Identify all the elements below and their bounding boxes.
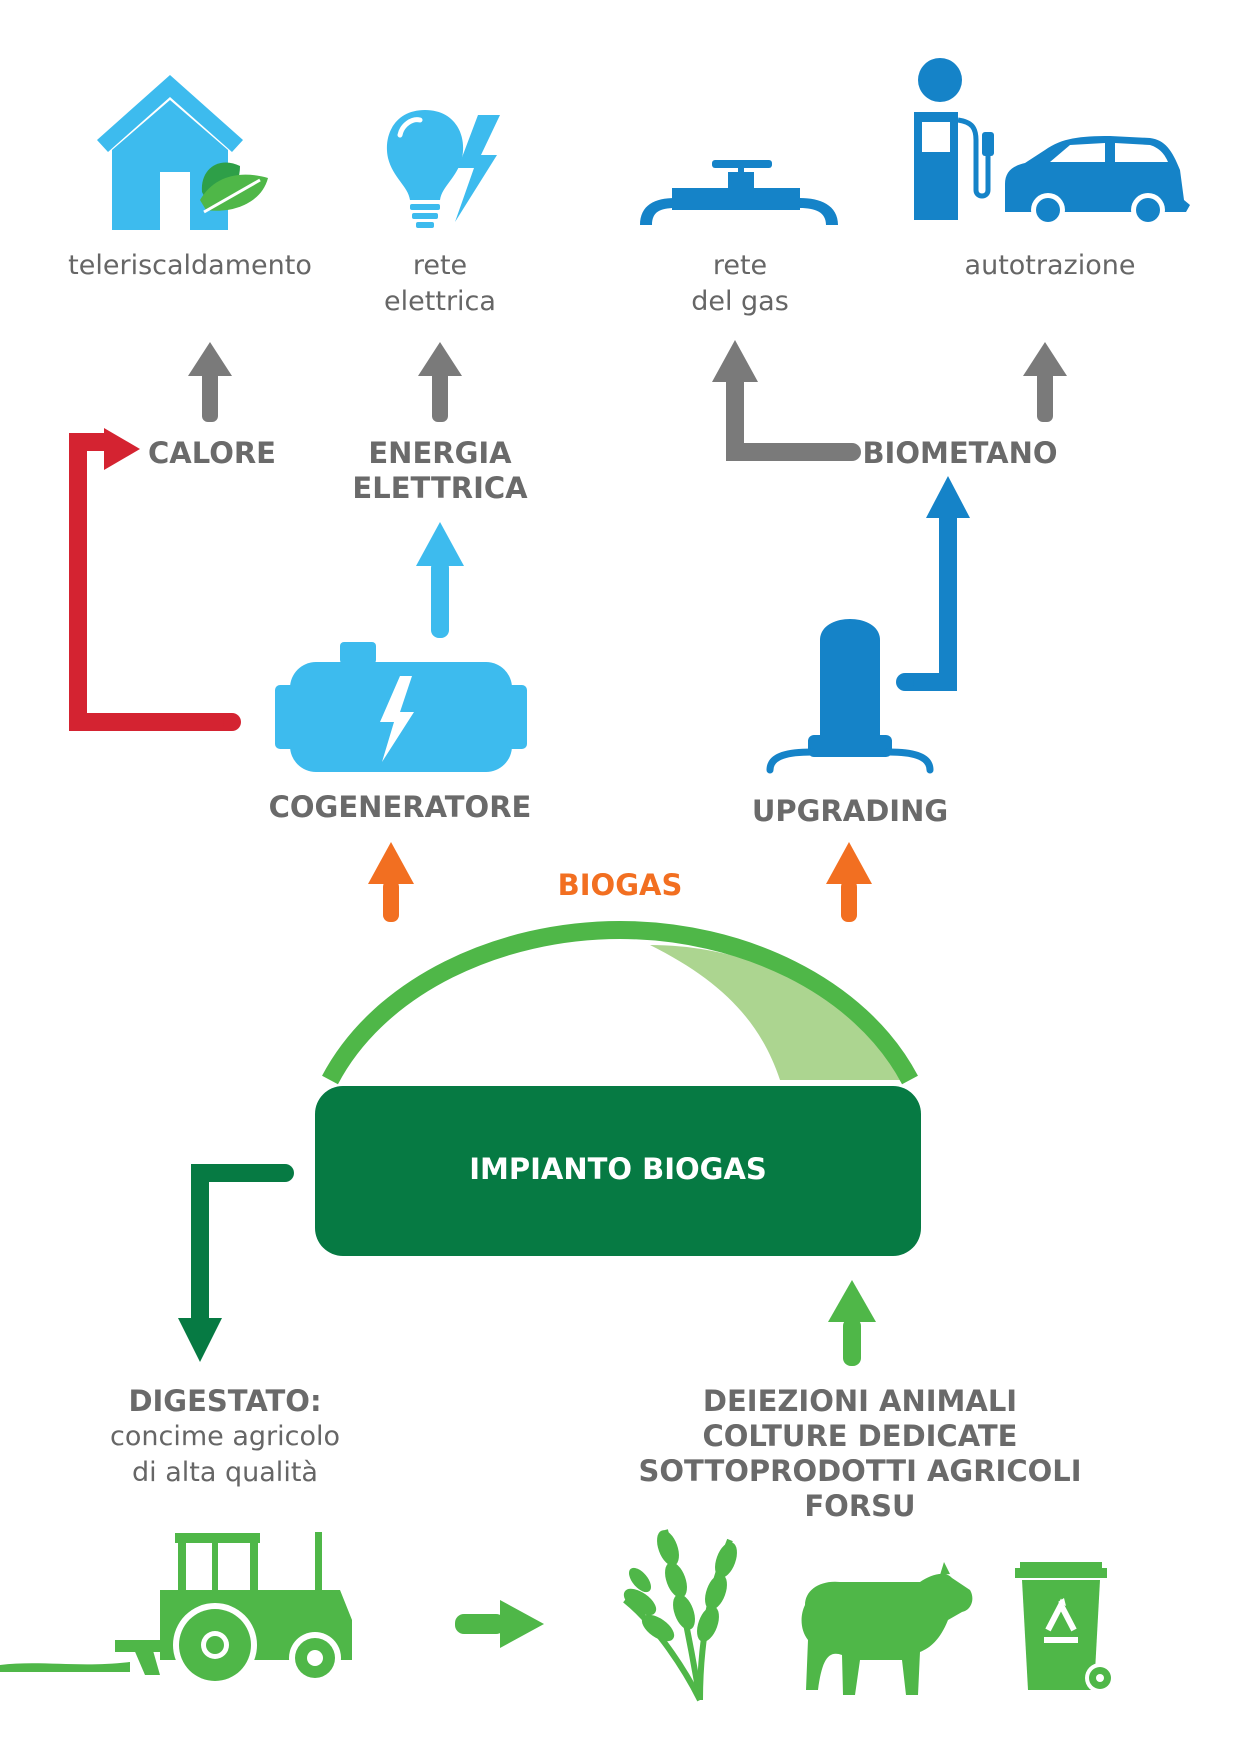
arrow-to-autotrazione xyxy=(1023,342,1067,422)
label-biometano: BIOMETANO xyxy=(862,436,1058,470)
wheat-icon xyxy=(623,1529,737,1702)
biogas-arrow-left xyxy=(368,842,414,922)
input-deiezioni: DEIEZIONI ANIMALI xyxy=(702,1384,1018,1418)
input-colture: COLTURE DEDICATE xyxy=(702,1419,1018,1453)
biomethane-arrow xyxy=(896,476,970,691)
cycle-arrow xyxy=(455,1600,544,1648)
recycle-bin-icon xyxy=(1015,1562,1115,1693)
label-digestato: DIGESTATO: concime agricolo di alta qual… xyxy=(95,1384,355,1491)
digestato-title: DIGESTATO: xyxy=(128,1384,322,1418)
label-rete-gas: rete del gas xyxy=(691,250,789,317)
upgrading-column-icon xyxy=(766,619,934,774)
label-teleriscaldamento: teleriscaldamento xyxy=(68,250,312,281)
heat-arrow xyxy=(69,428,241,731)
arrow-to-rete-elettrica xyxy=(418,342,462,422)
label-upgrading: UPGRADING xyxy=(751,794,949,828)
arrow-to-rete-gas xyxy=(712,340,861,461)
digestate-arrow xyxy=(178,1164,294,1362)
impianto-biogas-box xyxy=(315,1086,921,1256)
label-biogas: BIOGAS xyxy=(557,868,683,902)
lightbulb-bolt-icon xyxy=(386,110,500,228)
input-forsu: FORSU xyxy=(804,1489,916,1523)
digestato-line-2: di alta qualità xyxy=(132,1457,318,1488)
label-calore: CALORE xyxy=(148,436,276,470)
gas-pipe-valve-icon xyxy=(640,160,838,225)
electricity-arrow xyxy=(416,522,464,638)
cogenerator-tank-bolt-icon xyxy=(275,642,527,772)
biogas-arrow-right xyxy=(826,842,872,922)
label-rete-elettrica: rete elettrica xyxy=(384,250,496,317)
label-energia-elettrica: ENERGIA ELETTRICA xyxy=(352,436,528,505)
input-sottoprodotti: SOTTOPRODOTTI AGRICOLI xyxy=(638,1454,1082,1488)
arrow-to-teleriscaldamento xyxy=(188,342,232,422)
house-with-leaves-icon xyxy=(97,75,268,230)
digestato-line-1: concime agricolo xyxy=(110,1421,340,1452)
tractor-icon xyxy=(0,1532,352,1687)
biogas-dome xyxy=(322,920,918,1085)
cow-icon xyxy=(801,1562,973,1695)
label-cogeneratore: COGENERATORE xyxy=(268,790,532,824)
fuel-pump-icon xyxy=(914,58,994,220)
label-autotrazione: autotrazione xyxy=(964,250,1136,281)
input-arrow xyxy=(828,1280,876,1366)
label-inputs: DEIEZIONI ANIMALI COLTURE DEDICATE SOTTO… xyxy=(630,1384,1090,1524)
label-impianto-biogas: IMPIANTO BIOGAS xyxy=(469,1152,767,1186)
car-icon xyxy=(1005,136,1190,227)
